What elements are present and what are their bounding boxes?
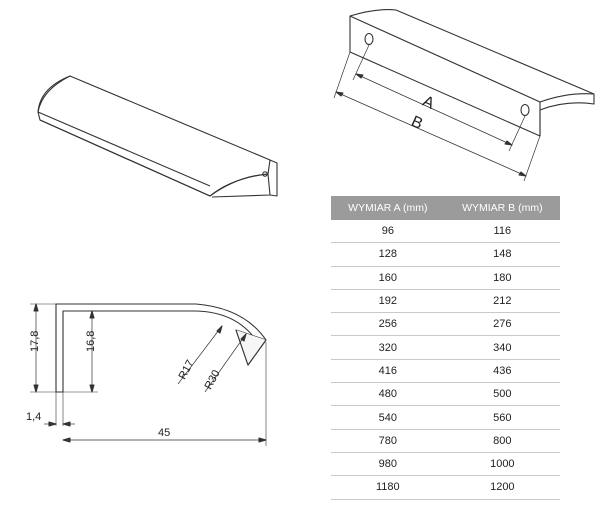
perspective-view-left [37, 75, 278, 198]
column-header: WYMIAR A (mm) [331, 196, 445, 220]
table-cell: 540 [331, 405, 445, 430]
thickness-label: 1,4 [26, 411, 41, 423]
table-cell: 1200 [444, 475, 560, 500]
table-cell: 148 [444, 242, 560, 267]
table-cell: 276 [444, 312, 560, 337]
table-cell: 980 [331, 452, 445, 477]
depth-label: 45 [158, 427, 170, 439]
table-cell: 416 [331, 359, 445, 384]
table-cell: 116 [444, 220, 560, 244]
height-outer-label: 17,8 [29, 331, 41, 352]
cross-section-profile [30, 303, 267, 446]
height-inner-label: 16,8 [85, 331, 97, 352]
table-cell: 780 [331, 429, 445, 453]
table-cell: 320 [331, 335, 445, 360]
table-cell: 180 [444, 266, 560, 290]
table-cell: 1180 [331, 475, 445, 500]
table-cell: 800 [444, 429, 560, 453]
table-cell: 500 [444, 382, 560, 407]
perspective-view-right [333, 9, 595, 182]
table-cell: 480 [331, 382, 445, 407]
table-cell: 1000 [444, 452, 560, 477]
table-cell: 560 [444, 405, 560, 430]
table-cell: 212 [444, 289, 560, 314]
table-cell: 192 [331, 289, 445, 314]
table-cell: 256 [331, 312, 445, 337]
radius-inner-label: R17 [177, 358, 197, 381]
table-cell: 128 [331, 242, 445, 267]
table-cell: 436 [444, 359, 560, 384]
table-header-row: WYMIAR A (mm) WYMIAR B (mm) [331, 196, 560, 220]
table-cell: 96 [331, 220, 445, 244]
table-cell: 340 [444, 335, 560, 360]
table-cell: 160 [331, 266, 445, 290]
column-header: WYMIAR B (mm) [444, 196, 560, 220]
